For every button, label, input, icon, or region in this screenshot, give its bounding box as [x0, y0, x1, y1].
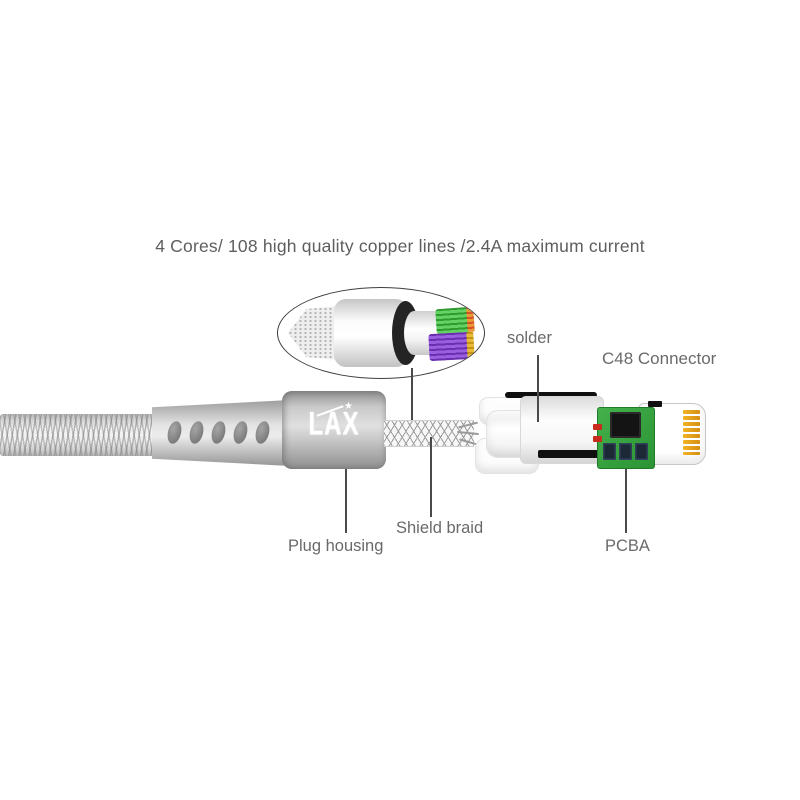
shield-braid-leader-line: [430, 437, 432, 517]
label-c48-connector: C48 Connector: [602, 349, 717, 368]
red-component: [593, 424, 602, 430]
gold-pin: [683, 433, 700, 438]
gold-pin: [683, 410, 700, 414]
gold-pin: [683, 421, 700, 426]
solder-leader-line: [537, 355, 539, 422]
vent-hole: [187, 419, 206, 446]
smd-chip: [619, 443, 632, 460]
vent-hole: [165, 419, 184, 446]
inset-copper-wires-purple: [428, 331, 475, 362]
star-icon: ★: [344, 401, 353, 412]
cable-cross-section-inset: [277, 287, 485, 379]
vent-hole: [209, 419, 228, 446]
wire-tips-orange: [466, 306, 475, 333]
brand-logo: ★ LAX: [282, 401, 386, 443]
plug-housing: ★ LAX: [282, 391, 386, 469]
pcba-board: [593, 407, 655, 469]
shield-tab-top: [648, 401, 662, 407]
inset-copper-wires-green: [435, 306, 475, 335]
gold-pin: [683, 427, 700, 432]
page-title: 4 Cores/ 108 high quality copper lines /…: [155, 236, 645, 256]
vent-hole: [231, 419, 250, 446]
solder-band-bottom: [538, 450, 598, 458]
plug-housing-leader-line: [345, 469, 347, 533]
gold-pin: [683, 415, 700, 420]
inset-leader-line: [411, 368, 413, 427]
wire-tips-yellow: [466, 331, 475, 360]
pcba-leader-line: [625, 465, 627, 533]
label-plug-housing: Plug housing: [288, 537, 384, 555]
smd-chip: [603, 443, 616, 460]
label-pcba: PCBA: [605, 537, 650, 555]
shield-braid: [384, 420, 474, 447]
solder-band-top: [505, 392, 597, 398]
gold-pin: [683, 439, 700, 444]
gold-pin: [683, 445, 700, 450]
strain-relief: [152, 400, 290, 466]
red-component: [593, 436, 602, 442]
braided-cable: [0, 414, 160, 456]
vent-hole: [253, 419, 272, 446]
gold-pins: [683, 410, 700, 456]
ic-chip: [610, 412, 641, 438]
label-shield-braid: Shield braid: [396, 519, 484, 537]
smd-chip: [635, 443, 648, 460]
label-solder: solder: [507, 329, 552, 347]
brand-name: LAX: [308, 406, 360, 443]
gold-pin: [683, 451, 700, 456]
